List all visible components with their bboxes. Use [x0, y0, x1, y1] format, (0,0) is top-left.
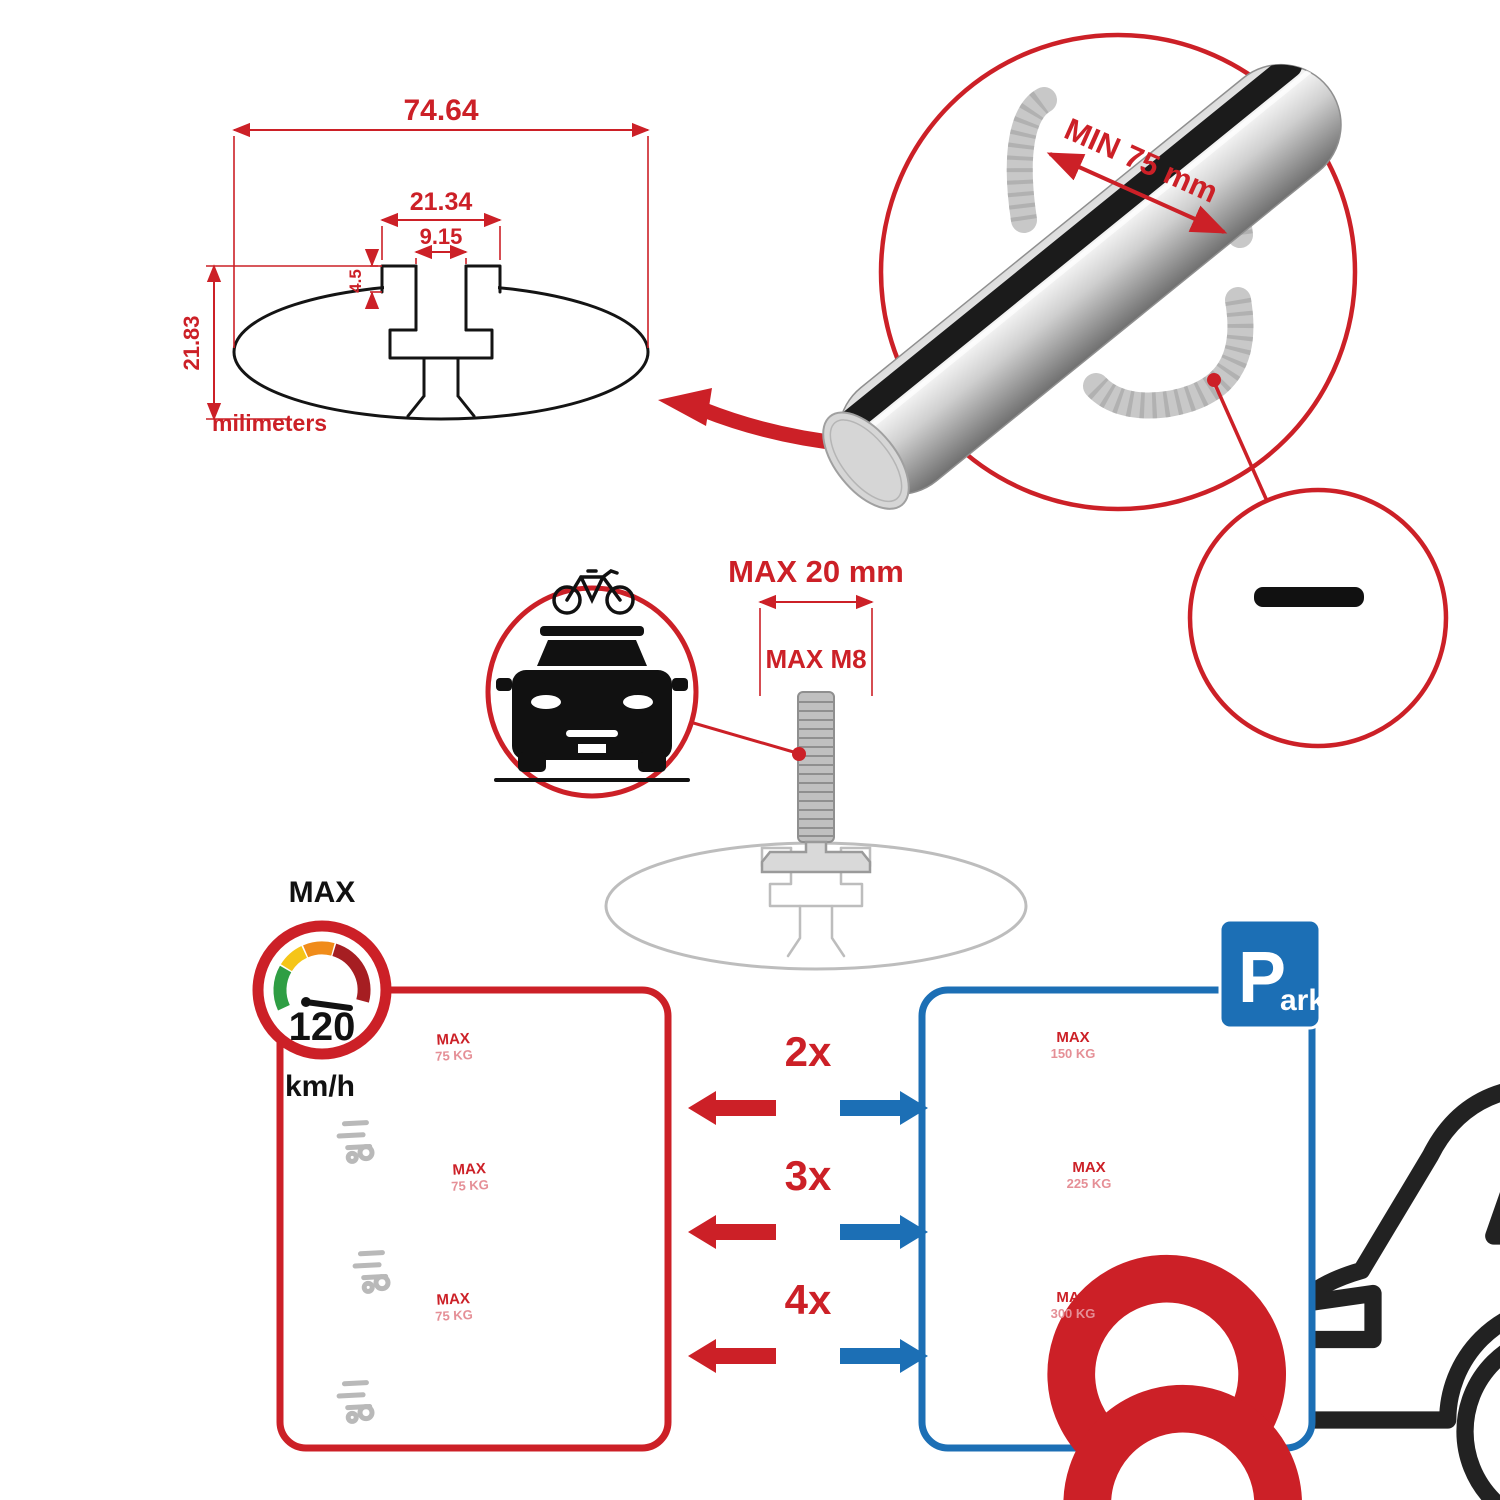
quantity-row-2x: 2x: [688, 1028, 928, 1125]
sign-load: 150 KG: [1051, 1046, 1096, 1061]
bicycle-icon: [552, 569, 635, 615]
car-front-callout: [485, 569, 699, 799]
vehicle-callout: [1187, 487, 1500, 1500]
bolt-dot: [792, 747, 806, 761]
bolt-connector: [689, 720, 798, 755]
quantity-row-3x: 3x: [688, 1152, 928, 1249]
driving-panel: [276, 986, 672, 1452]
load-sign: MAX 75 KG: [451, 1160, 1500, 1500]
motion-lines: [336, 1380, 375, 1424]
blue-arrow-right: [840, 1339, 928, 1373]
bar-end-cap: [822, 411, 910, 510]
bolt-max-width-label: MAX 20 mm: [728, 554, 904, 589]
sign-load: 75 KG: [435, 1047, 473, 1064]
speed-units: km/h: [285, 1070, 355, 1103]
motion-lines: [336, 1120, 375, 1164]
zoom-circle: [878, 32, 1358, 512]
sign-max: MAX: [436, 1290, 470, 1309]
t-bolt: [760, 691, 872, 874]
sign-max: MAX: [452, 1160, 486, 1179]
aluminum-crossbar: [822, 53, 1342, 510]
speed-max-label: MAX: [289, 876, 356, 909]
sign-load: 75 KG: [435, 1307, 473, 1324]
driving-car-1: MAX 75 KG: [336, 1030, 1500, 1500]
speed-value: 120: [289, 1005, 356, 1049]
sign-max: MAX: [436, 1030, 470, 1049]
t-bolt-head: [760, 840, 872, 874]
sign-max: MAX: [1056, 1029, 1089, 1046]
callout-connector: [1212, 381, 1269, 502]
sign-max: MAX: [1056, 1289, 1089, 1306]
sign-load: 300 KG: [1051, 1306, 1096, 1321]
roof-box: [1254, 587, 1364, 607]
suv-icon: [468, 1485, 1500, 1500]
driving-car-3: MAX 75 KG: [336, 1290, 473, 1424]
quantity-label: 3x: [785, 1152, 832, 1199]
profile-dimension-drawing: 74.64 21.34 9.15 4.5 21.83 milimeters: [179, 94, 854, 452]
profile-stem: [406, 356, 476, 418]
quantity-label: 2x: [785, 1028, 832, 1075]
sign-max: MAX: [1072, 1159, 1105, 1176]
quantity-row-4x: 4x: [688, 1276, 928, 1373]
motion-lines: [352, 1250, 391, 1294]
dim-height: 21.83: [179, 315, 204, 370]
parked-car-2: MAX 225 KG: [1067, 1159, 1500, 1500]
driving-car-2: MAX 75 KG: [352, 1160, 1500, 1500]
parking-suffix: ark: [1280, 984, 1325, 1017]
sign-load: 225 KG: [1067, 1176, 1112, 1191]
load-sign: MAX 150 KG: [1051, 1029, 1500, 1500]
parked-car-3: MAX 300 KG: [1051, 1289, 1096, 1321]
units-label: milimeters: [212, 410, 327, 436]
load-sign: MAX 75 KG: [435, 1290, 473, 1324]
load-sign: MAX 75 KG: [435, 1030, 1500, 1500]
car-front-icon: [494, 626, 690, 782]
parking-sign: P ark: [1218, 918, 1325, 1030]
pointer-arrowhead: [658, 388, 712, 426]
dim-overall-width: 74.64: [403, 94, 478, 127]
profile-channel-cavity: [388, 328, 494, 360]
red-arrow-left: [688, 1215, 776, 1249]
usage-panels: MAX 120 km/h P ark 2x 3x: [252, 876, 1500, 1500]
parked-car-1: MAX 150 KG: [1051, 1029, 1500, 1500]
blue-arrow-right: [840, 1215, 928, 1249]
dim-lip-depth: 4.5: [346, 269, 365, 293]
speed-limit-gauge: MAX 120 km/h: [252, 876, 392, 1103]
dim-channel-width: 21.34: [410, 188, 473, 216]
min-span-arrow: [1046, 152, 1228, 234]
bolt-detail: MAX 20 mm MAX M8: [485, 554, 1028, 971]
dim-slot-width: 9.15: [420, 224, 463, 249]
profile-slot-walls: [414, 264, 468, 332]
gauge-needle: [303, 999, 353, 1011]
red-arrow-left: [688, 1091, 776, 1125]
blue-arrow-right: [840, 1091, 928, 1125]
quantity-label: 4x: [785, 1276, 832, 1323]
red-arrow-left: [688, 1339, 776, 1373]
profile-oval-outline: [232, 283, 650, 421]
load-sign: MAX 225 KG: [1067, 1159, 1500, 1500]
sign-load: 75 KG: [451, 1177, 489, 1194]
bolt-max-thread-label: MAX M8: [765, 644, 866, 674]
parking-letter: P: [1238, 938, 1286, 1018]
rubber-strip: [827, 53, 1303, 443]
callout-dot: [1207, 373, 1221, 387]
load-sign: MAX 300 KG: [1051, 1289, 1096, 1321]
